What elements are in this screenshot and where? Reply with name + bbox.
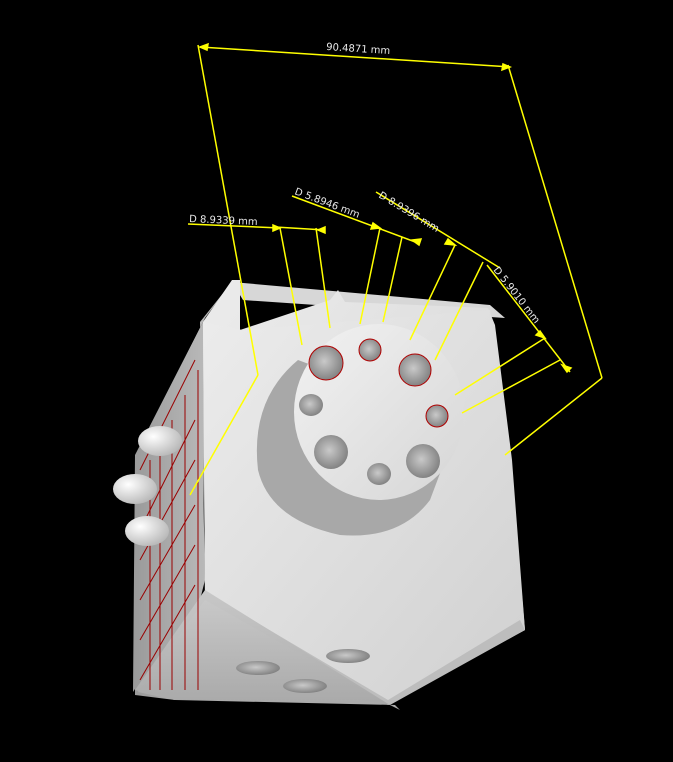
dimension-overall-label: 90.4871 mm: [326, 42, 391, 57]
dimension-hole-c-label: D 8.9396 mm: [376, 190, 440, 235]
left-face-edge-lines: [139, 359, 199, 690]
dimension-hole-b[interactable]: [291, 195, 423, 325]
boss-hole-small[interactable]: [358, 338, 382, 362]
dimension-hole-b-label: D 5.8946 mm: [293, 187, 361, 221]
dimension-hole-a[interactable]: [187, 223, 331, 346]
dimension-overall[interactable]: [189, 42, 603, 496]
dimension-hole-a-label: D 8.9339 mm: [189, 214, 258, 228]
block-model[interactable]: [113, 280, 525, 710]
pins[interactable]: [113, 426, 182, 546]
pin[interactable]: [113, 474, 157, 504]
bottom-hole[interactable]: [283, 679, 327, 693]
boss-hole-large[interactable]: [406, 444, 440, 478]
bottom-hole[interactable]: [326, 649, 370, 663]
boss-hole-small[interactable]: [367, 463, 391, 485]
boss-hole-small[interactable]: [299, 394, 323, 416]
block-left-face-outer[interactable]: [133, 282, 232, 692]
boss-hole-small[interactable]: [425, 404, 449, 428]
pin[interactable]: [125, 516, 169, 546]
bottom-hole[interactable]: [236, 661, 280, 675]
boss-hole-large[interactable]: [308, 345, 344, 381]
boss-hole-large[interactable]: [314, 435, 348, 469]
dimension-annotations[interactable]: [187, 42, 603, 496]
pin[interactable]: [138, 426, 182, 456]
boss-hole-large[interactable]: [398, 353, 432, 387]
block-bottom-surface[interactable]: [138, 600, 390, 705]
cylindrical-boss[interactable]: [256, 324, 464, 536]
dimension-hole-c[interactable]: [375, 191, 501, 361]
dimension-hole-d[interactable]: [454, 264, 573, 414]
